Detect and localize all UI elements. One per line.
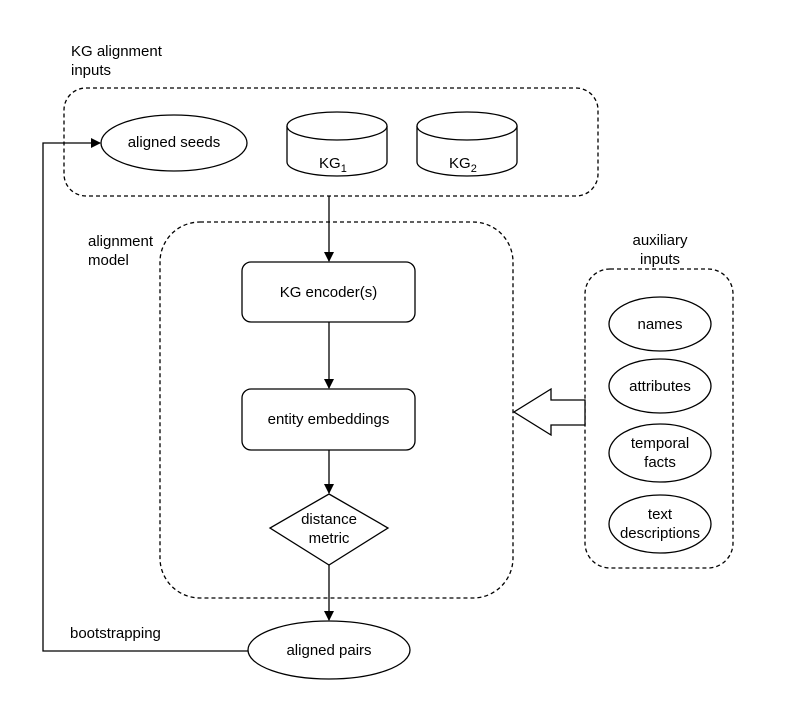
kg2-cylinder <box>416 111 518 177</box>
aux-temporal-node <box>608 423 712 483</box>
kg2-label: KG2 <box>449 155 477 175</box>
bootstrapping-label: bootstrapping <box>70 625 161 642</box>
alignment-model-group-label: alignment model <box>88 233 154 269</box>
kg-inputs-group <box>63 87 599 197</box>
auxiliary-to-model-arrow <box>512 387 586 437</box>
kg-encoder-label: KG encoder(s) <box>279 284 378 301</box>
aux-text-label: text descriptions <box>619 506 701 542</box>
aligned-seeds-label: aligned seeds <box>127 134 221 151</box>
entity-embeddings-label: entity embeddings <box>267 411 390 428</box>
alignment-model-group <box>159 221 514 599</box>
aligned-pairs-node <box>247 620 411 680</box>
edge-bootstrapping-feedback <box>42 138 248 652</box>
auxiliary-inputs-group-label: auxiliary inputs <box>632 232 688 268</box>
aux-names-label: names <box>637 316 683 333</box>
aux-text-node <box>608 494 712 554</box>
aux-attributes-label: attributes <box>629 378 691 395</box>
aux-attributes-node <box>608 358 712 414</box>
aligned-seeds-node <box>100 114 248 172</box>
kg-inputs-group-label: KG alignment inputs <box>71 43 162 79</box>
kg1-cylinder <box>286 111 388 177</box>
distance-metric-label: distance metric <box>301 511 357 547</box>
aux-temporal-label: temporal facts <box>630 435 690 471</box>
aligned-pairs-label: aligned pairs <box>286 642 372 659</box>
aux-names-node <box>608 296 712 352</box>
kg1-label: KG1 <box>319 155 347 175</box>
